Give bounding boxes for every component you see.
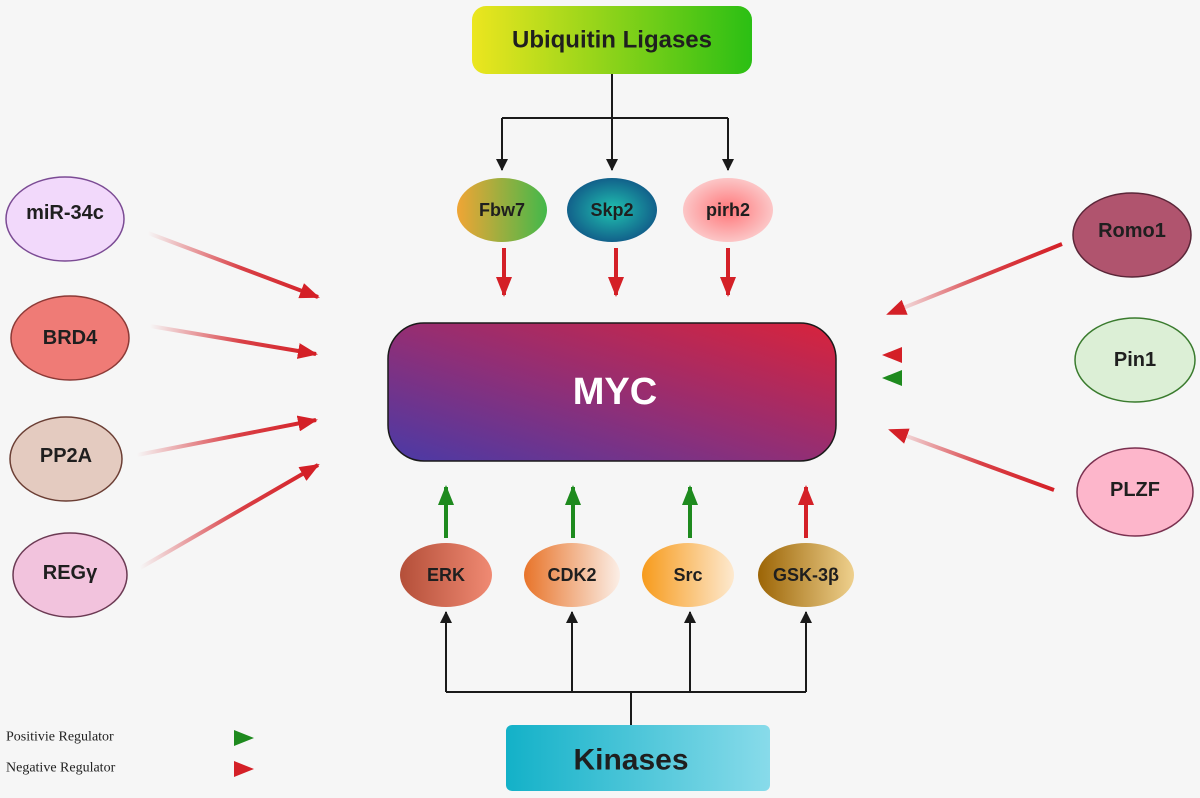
right-regulator-arrows <box>882 242 1063 492</box>
node-reg-gamma-label: REGγ <box>43 562 98 584</box>
plzf-negative-arrow <box>888 428 1055 492</box>
node-brd4 <box>10 295 130 381</box>
node-skp2-label: Skp2 <box>590 200 633 220</box>
node-src <box>642 543 734 607</box>
kinase-connectors <box>440 611 812 725</box>
ubiquitin-negative-arrows <box>496 248 736 297</box>
ubiquitin-ligases-title: Ubiquitin Ligases <box>512 27 712 54</box>
node-plzf <box>1076 447 1194 537</box>
node-pp2a-label: PP2A <box>40 445 92 467</box>
node-romo1 <box>1072 192 1192 278</box>
kinases-box <box>506 725 770 791</box>
node-cdk2-label: CDK2 <box>547 565 596 585</box>
myc-label: MYC <box>573 371 657 413</box>
myc-box <box>387 322 837 462</box>
node-erk-label: ERK <box>427 565 465 585</box>
ubiquitin-connectors <box>496 74 734 171</box>
node-gsk-3b-label: GSK-3β <box>773 565 839 585</box>
left-negative-arrows <box>136 231 320 570</box>
node-pirh2-label: pirh2 <box>706 200 750 220</box>
node-gsk-3b <box>758 543 854 607</box>
legend-negative-label: Negative Regulator <box>6 761 116 776</box>
node-src-label: Src <box>673 565 702 585</box>
node-pin1-label: Pin1 <box>1114 349 1156 371</box>
node-pp2a <box>9 416 123 502</box>
node-erk <box>400 543 492 607</box>
node-romo1-label: Romo1 <box>1098 220 1166 242</box>
node-brd4-label: BRD4 <box>43 327 98 349</box>
node-mir-34c <box>5 176 125 262</box>
node-fbw7-label: Fbw7 <box>479 200 525 220</box>
node-skp2 <box>567 178 657 242</box>
node-plzf-label: PLZF <box>1110 479 1160 501</box>
legend-positive-label: Positivie Regulator <box>6 730 114 745</box>
kinases-title: Kinases <box>573 744 688 777</box>
node-fbw7 <box>457 178 547 242</box>
legend: Positivie Regulator Negative Regulator <box>6 730 254 777</box>
node-pin1 <box>1074 317 1196 403</box>
ubiquitin-ligases-box <box>472 6 752 74</box>
romo1-negative-arrow <box>886 242 1063 316</box>
kinase-regulation-arrows <box>438 485 814 538</box>
node-reg-gamma <box>12 532 128 618</box>
node-pirh2 <box>683 178 773 242</box>
node-mir-34c-label: miR-34c <box>26 202 104 224</box>
node-cdk2 <box>524 543 620 607</box>
